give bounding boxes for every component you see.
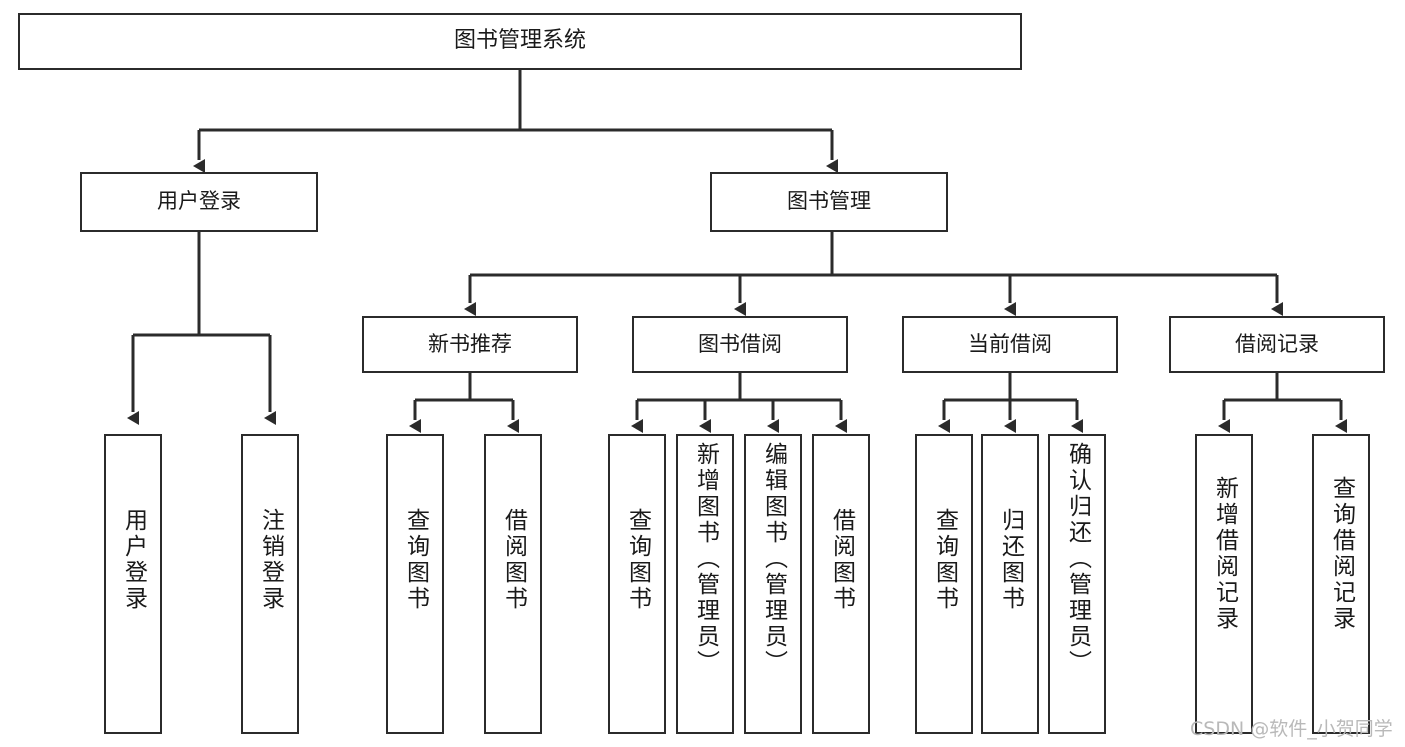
node-root-label: 图书管理系统 bbox=[453, 28, 586, 54]
leaf-query-record-label: 查询借阅记录 bbox=[1328, 476, 1355, 632]
leaf-return-book-label: 归还图书 bbox=[997, 508, 1024, 612]
node-current-borrow[interactable]: 当前借阅 bbox=[902, 316, 1118, 373]
node-book-management[interactable]: 图书管理 bbox=[710, 172, 948, 232]
node-user-login[interactable]: 用户登录 bbox=[80, 172, 318, 232]
leaf-user-login-label: 用户登录 bbox=[120, 508, 147, 612]
leaf-query-book-1[interactable]: 查询图书 bbox=[386, 434, 444, 734]
node-user-login-label: 用户登录 bbox=[157, 189, 241, 214]
leaf-query-record[interactable]: 查询借阅记录 bbox=[1312, 434, 1370, 734]
leaf-query-book-2[interactable]: 查询图书 bbox=[608, 434, 666, 734]
leaf-borrow-book-1[interactable]: 借阅图书 bbox=[484, 434, 542, 734]
leaf-user-logout-label: 注销登录 bbox=[257, 508, 284, 612]
node-book-borrow-label: 图书借阅 bbox=[698, 331, 782, 356]
leaf-add-record[interactable]: 新增借阅记录 bbox=[1195, 434, 1253, 734]
node-book-management-label: 图书管理 bbox=[787, 189, 871, 214]
leaf-user-login[interactable]: 用户登录 bbox=[104, 434, 162, 734]
leaf-edit-book-label: 编辑图书（管理员） bbox=[760, 442, 787, 676]
leaf-query-book-2-label: 查询图书 bbox=[624, 508, 651, 612]
node-root[interactable]: 图书管理系统 bbox=[18, 13, 1022, 70]
node-new-book-recommend-label: 新书推荐 bbox=[428, 331, 512, 356]
leaf-query-book-3-label: 查询图书 bbox=[931, 508, 958, 612]
leaf-borrow-book-2-label: 借阅图书 bbox=[828, 508, 855, 612]
leaf-confirm-return[interactable]: 确认归还（管理员） bbox=[1048, 434, 1106, 734]
leaf-edit-book[interactable]: 编辑图书（管理员） bbox=[744, 434, 802, 734]
node-new-book-recommend[interactable]: 新书推荐 bbox=[362, 316, 578, 373]
node-current-borrow-label: 当前借阅 bbox=[968, 331, 1052, 356]
leaf-query-book-3[interactable]: 查询图书 bbox=[915, 434, 973, 734]
csdn-watermark: CSDN @软件_小贺同学 bbox=[1190, 718, 1393, 740]
node-borrow-record-label: 借阅记录 bbox=[1235, 331, 1319, 356]
leaf-add-record-label: 新增借阅记录 bbox=[1211, 476, 1238, 632]
leaf-user-logout[interactable]: 注销登录 bbox=[241, 434, 299, 734]
leaf-borrow-book-1-label: 借阅图书 bbox=[500, 508, 527, 612]
leaf-return-book[interactable]: 归还图书 bbox=[981, 434, 1039, 734]
node-borrow-record[interactable]: 借阅记录 bbox=[1169, 316, 1385, 373]
node-book-borrow[interactable]: 图书借阅 bbox=[632, 316, 848, 373]
leaf-borrow-book-2[interactable]: 借阅图书 bbox=[812, 434, 870, 734]
leaf-confirm-return-label: 确认归还（管理员） bbox=[1064, 442, 1091, 676]
leaf-add-book[interactable]: 新增图书（管理员） bbox=[676, 434, 734, 734]
leaf-query-book-1-label: 查询图书 bbox=[402, 508, 429, 612]
leaf-add-book-label: 新增图书（管理员） bbox=[692, 442, 719, 676]
